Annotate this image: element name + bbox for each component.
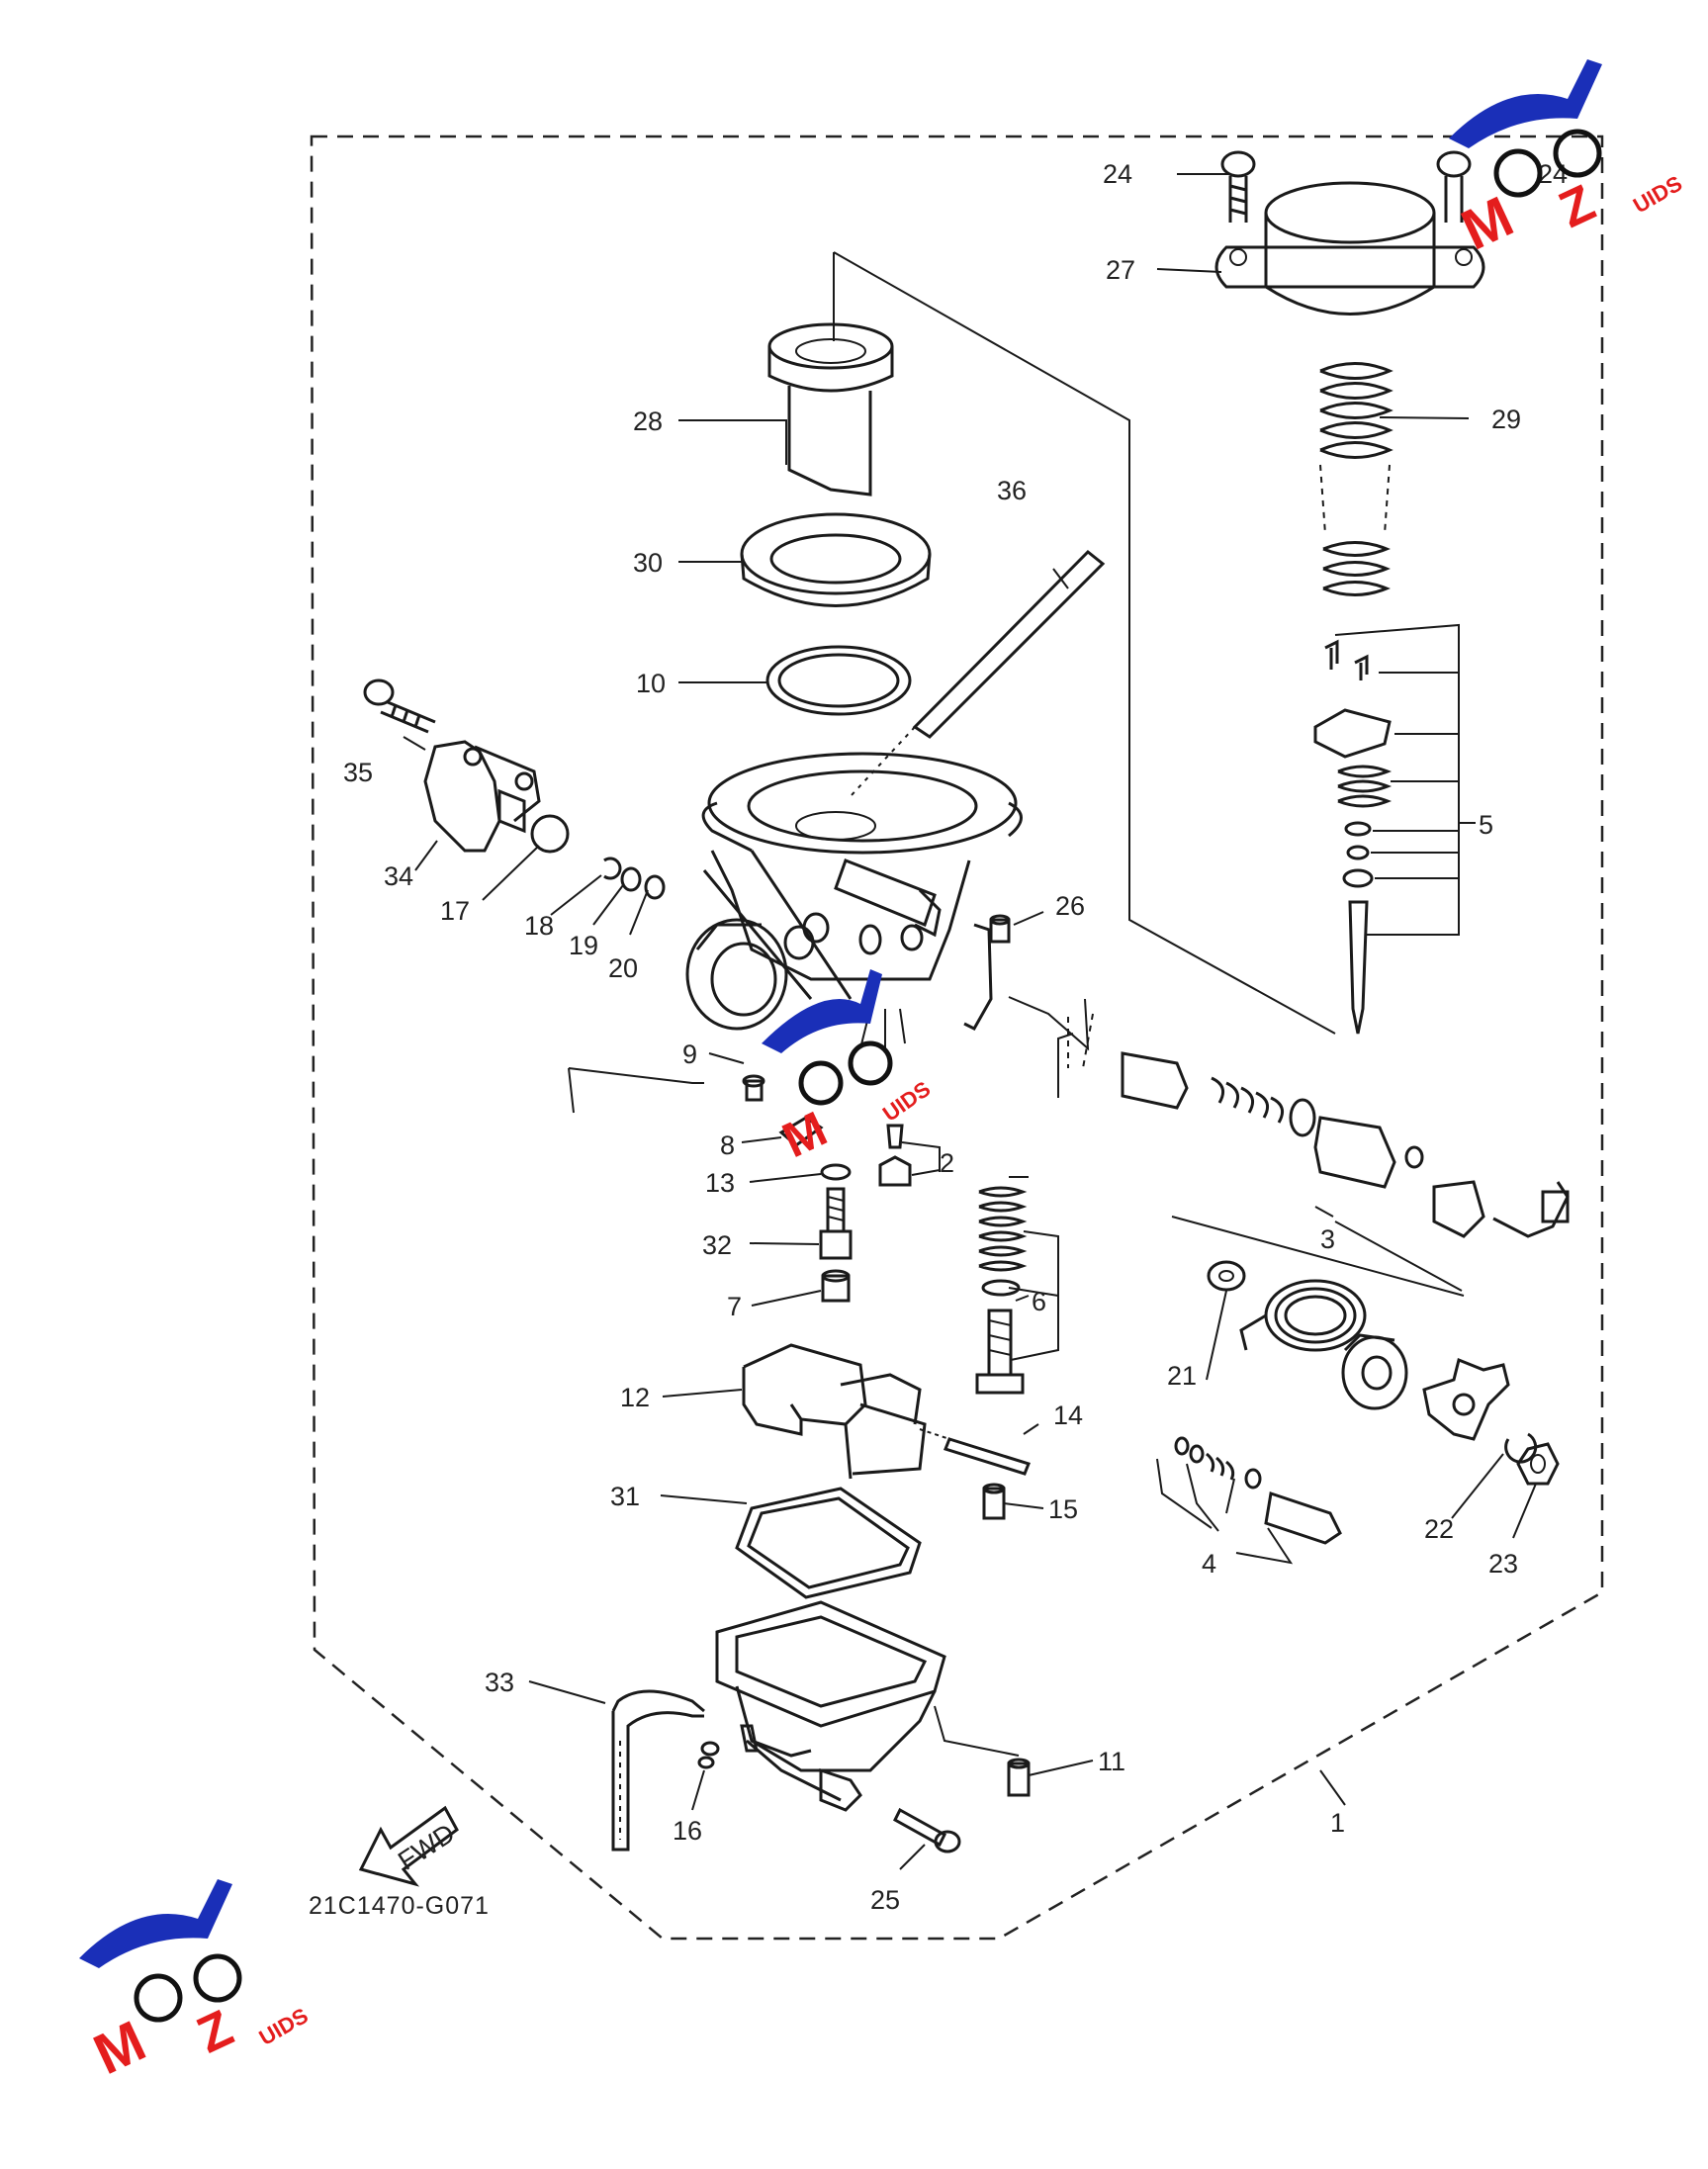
leader-lines xyxy=(403,173,1537,1870)
callout-18: 18 xyxy=(524,911,554,941)
callout-12: 12 xyxy=(620,1383,650,1412)
hose-33 xyxy=(611,1689,705,1852)
callout-31: 31 xyxy=(610,1482,640,1511)
plate-8 xyxy=(778,1116,824,1147)
callout-35: 35 xyxy=(343,758,373,787)
pilot-screw-6 xyxy=(975,1186,1059,1395)
o-ring-13 xyxy=(820,1163,852,1181)
callout-8: 8 xyxy=(720,1130,735,1160)
callout-28: 28 xyxy=(633,407,663,436)
callout-7: 7 xyxy=(727,1292,742,1321)
screw-15 xyxy=(982,1483,1006,1520)
assembly-boundary xyxy=(310,135,1604,1941)
callout-4: 4 xyxy=(1202,1549,1216,1579)
rod-36 xyxy=(850,549,1106,797)
callout-25: 25 xyxy=(870,1885,900,1915)
starter-assembly-3 xyxy=(1067,1013,1570,1238)
callout-19: 19 xyxy=(569,931,598,960)
callout-16: 16 xyxy=(673,1816,702,1846)
clip-22 xyxy=(1504,1432,1538,1464)
needle-assembly-5 xyxy=(1313,623,1460,1035)
callout-30: 30 xyxy=(633,548,663,578)
clip-18 xyxy=(603,857,622,880)
callout-26: 26 xyxy=(1055,891,1085,921)
float-12 xyxy=(742,1343,927,1480)
spring-29 xyxy=(1319,362,1393,596)
callout-9: 9 xyxy=(682,1039,697,1069)
throttle-pulley xyxy=(1341,1333,1408,1410)
float-bowl xyxy=(715,1600,946,1812)
main-jet-7 xyxy=(821,1269,851,1303)
callout-23: 23 xyxy=(1488,1549,1518,1579)
screw-24-right xyxy=(1436,150,1472,223)
screw-35 xyxy=(363,678,436,734)
needle-valve-2 xyxy=(878,1124,941,1187)
svg-text:Z: Z xyxy=(1551,174,1603,239)
callout-24-left: 24 xyxy=(1103,159,1132,189)
clip-16 xyxy=(697,1741,720,1769)
callout-21: 21 xyxy=(1167,1361,1197,1391)
callout-27: 27 xyxy=(1106,255,1135,285)
screw-11 xyxy=(934,1705,1031,1797)
drain-screw-25 xyxy=(893,1807,961,1853)
callout-29: 29 xyxy=(1491,405,1521,434)
callout-14: 14 xyxy=(1053,1401,1083,1430)
callout-5: 5 xyxy=(1479,810,1493,840)
screw-9 xyxy=(742,1074,765,1102)
callout-11: 11 xyxy=(1098,1747,1125,1776)
callout-2: 2 xyxy=(940,1148,954,1178)
callout-3: 3 xyxy=(1320,1224,1335,1254)
carburetor-body xyxy=(685,752,1023,1049)
throttle-housing-34 xyxy=(423,740,570,854)
diaphragm-30 xyxy=(740,512,932,607)
callout-32: 32 xyxy=(702,1230,732,1260)
callout-33: 33 xyxy=(485,1668,514,1697)
svg-text:M: M xyxy=(774,1101,835,1168)
svg-text:Z: Z xyxy=(189,1999,241,2064)
callout-34: 34 xyxy=(384,861,413,891)
svg-text:UIDS: UIDS xyxy=(255,2003,313,2050)
callout-15: 15 xyxy=(1048,1494,1078,1524)
o-ring-10 xyxy=(765,645,912,716)
nut-23 xyxy=(1516,1442,1560,1486)
throttle-lever xyxy=(1422,1357,1510,1441)
washer-19 xyxy=(620,866,642,892)
washer-20 xyxy=(644,874,666,900)
throttle-spring xyxy=(1239,1279,1367,1352)
cap-26 xyxy=(989,914,1011,944)
needle-jet-32 xyxy=(819,1187,853,1260)
gasket-31 xyxy=(735,1487,922,1599)
callout-17: 17 xyxy=(440,896,470,926)
callout-22: 22 xyxy=(1424,1514,1454,1544)
fwd-arrow-icon: FWD xyxy=(358,1805,460,1887)
fwd-label: FWD xyxy=(393,1818,460,1876)
motoguids-logo-center: M UIDS xyxy=(762,969,935,1168)
svg-text:UIDS: UIDS xyxy=(1629,171,1686,219)
washer-21 xyxy=(1207,1260,1246,1292)
idle-screw-4 xyxy=(1156,1436,1342,1565)
callout-10: 10 xyxy=(636,669,666,698)
svg-text:M: M xyxy=(84,2009,154,2087)
callout-labels: 1 2 3 4 5 6 7 8 9 10 11 12 13 14 15 16 1… xyxy=(343,159,1568,1915)
callout-1: 1 xyxy=(1330,1808,1345,1838)
top-cap-27 xyxy=(1214,181,1485,316)
slide-28 xyxy=(767,322,894,497)
callout-6: 6 xyxy=(1032,1287,1046,1316)
svg-text:UIDS: UIDS xyxy=(878,1076,935,1127)
callout-20: 20 xyxy=(608,953,638,983)
screw-24-left xyxy=(1220,150,1256,223)
callout-24-right: 24 xyxy=(1538,159,1568,189)
callout-13: 13 xyxy=(705,1168,735,1198)
callout-36: 36 xyxy=(997,476,1027,505)
drawing-code: 21C1470-G071 xyxy=(309,1892,490,1920)
pin-14 xyxy=(919,1428,1031,1476)
motoguids-logo-bottom-left: M Z UIDS xyxy=(79,1879,313,2087)
